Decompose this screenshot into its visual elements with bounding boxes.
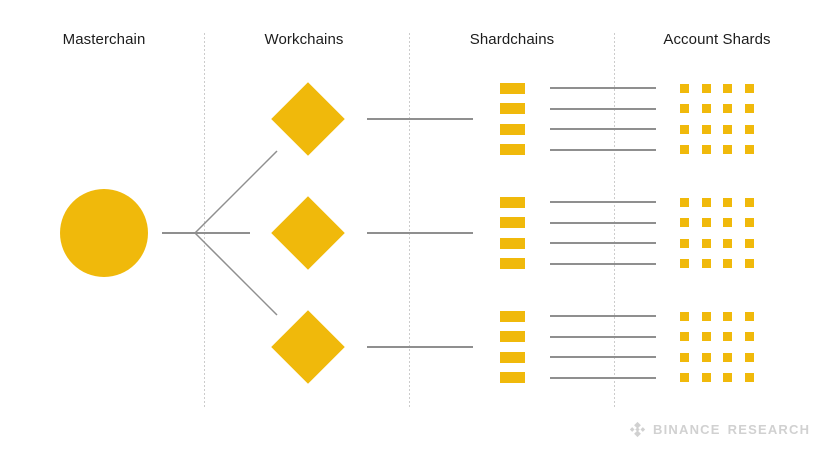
account-shard-square <box>701 124 711 134</box>
shardchain-bar <box>500 351 525 363</box>
account-shard-square <box>701 332 711 342</box>
account-shard-square <box>701 259 711 269</box>
account-shard-square <box>680 332 689 342</box>
account-shard-square <box>701 83 711 93</box>
column-label-shardchains: Shardchains <box>469 31 555 48</box>
account-shard-square <box>745 238 755 248</box>
shardchain-bar <box>500 310 525 322</box>
shardchain-connector-line <box>550 262 656 265</box>
account-shard-square <box>745 145 755 155</box>
shardchain-bar <box>500 196 525 208</box>
shardchain-bar <box>500 258 525 270</box>
shardchain-connector-line <box>550 221 656 224</box>
account-shard-square <box>680 83 689 93</box>
column-label-workchains: Workchains <box>264 31 344 48</box>
account-shard-square <box>701 218 711 228</box>
account-shard-square <box>680 259 689 269</box>
shardchain-connector-line <box>550 356 656 359</box>
account-shard-square <box>745 218 755 228</box>
account-shard-square <box>701 352 711 362</box>
brand-footer: BINANCE RESEARCH <box>629 420 810 438</box>
workchain-to-shardchain-line <box>367 232 473 234</box>
shardchain-bar <box>500 82 525 94</box>
shardchain-connector-line <box>550 201 656 204</box>
shardchain-connector-line <box>550 315 656 318</box>
account-shard-square <box>680 197 689 207</box>
shardchain-connector-line <box>550 107 656 110</box>
shardchain-connector-line <box>550 128 656 131</box>
account-shard-square <box>723 218 733 228</box>
account-shard-square <box>723 145 733 155</box>
account-shard-square <box>680 311 689 321</box>
account-shard-square <box>723 332 733 342</box>
account-shard-square <box>680 218 689 228</box>
brand-word-binance: BINANCE <box>653 421 721 437</box>
workchain-node <box>271 82 345 156</box>
connector-master-to-bottom-workchain <box>194 232 278 316</box>
column-separator <box>613 33 615 407</box>
account-shard-square <box>745 83 755 93</box>
shardchain-bar <box>500 372 525 384</box>
account-shard-square <box>723 373 733 383</box>
workchain-node <box>271 196 345 270</box>
workchain-to-shardchain-line <box>367 346 473 348</box>
account-shard-square <box>701 238 711 248</box>
workchain-node <box>271 310 345 384</box>
column-label-masterchain: Masterchain <box>62 31 146 48</box>
account-shard-square <box>745 259 755 269</box>
account-shard-square <box>745 373 755 383</box>
connector-master-to-top-workchain <box>194 150 278 234</box>
account-shard-square <box>723 124 733 134</box>
account-shard-square <box>723 104 733 114</box>
brand-text: BINANCE RESEARCH <box>653 422 810 437</box>
account-shard-square <box>723 259 733 269</box>
shardchain-connector-line <box>550 242 656 245</box>
shardchain-connector-line <box>550 148 656 151</box>
shardchain-bar <box>500 217 525 229</box>
account-shard-square <box>745 311 755 321</box>
shardchain-bar <box>500 123 525 135</box>
account-shard-square <box>745 104 755 114</box>
workchain-to-shardchain-line <box>367 118 473 120</box>
account-shard-square <box>701 145 711 155</box>
shardchain-bar <box>500 237 525 249</box>
shardchain-connector-line <box>550 335 656 338</box>
shardchain-bar <box>500 103 525 115</box>
column-separator <box>203 33 205 407</box>
shardchain-connector-line <box>550 376 656 379</box>
shardchain-bar <box>500 144 525 156</box>
account-shard-square <box>680 238 689 248</box>
binance-diamond-icon <box>629 421 646 437</box>
brand-word-research: RESEARCH <box>727 421 811 437</box>
account-shard-square <box>680 124 689 134</box>
account-shard-square <box>680 352 689 362</box>
shardchain-bar <box>500 331 525 343</box>
account-shard-square <box>680 104 689 114</box>
account-shard-square <box>701 197 711 207</box>
account-shard-square <box>680 373 689 383</box>
account-shard-square <box>745 332 755 342</box>
column-separator <box>408 33 410 407</box>
account-shard-square <box>745 124 755 134</box>
account-shard-square <box>745 197 755 207</box>
account-shard-square <box>701 373 711 383</box>
shardchain-connector-line <box>550 87 656 90</box>
column-label-account-shards: Account Shards <box>663 31 771 48</box>
account-shard-square <box>723 83 733 93</box>
account-shard-square <box>723 197 733 207</box>
masterchain-node <box>60 189 148 277</box>
account-shard-square <box>723 311 733 321</box>
account-shard-square <box>723 238 733 248</box>
account-shard-square <box>701 104 711 114</box>
account-shard-square <box>745 352 755 362</box>
account-shard-square <box>723 352 733 362</box>
account-shard-square <box>680 145 689 155</box>
account-shard-square <box>701 311 711 321</box>
